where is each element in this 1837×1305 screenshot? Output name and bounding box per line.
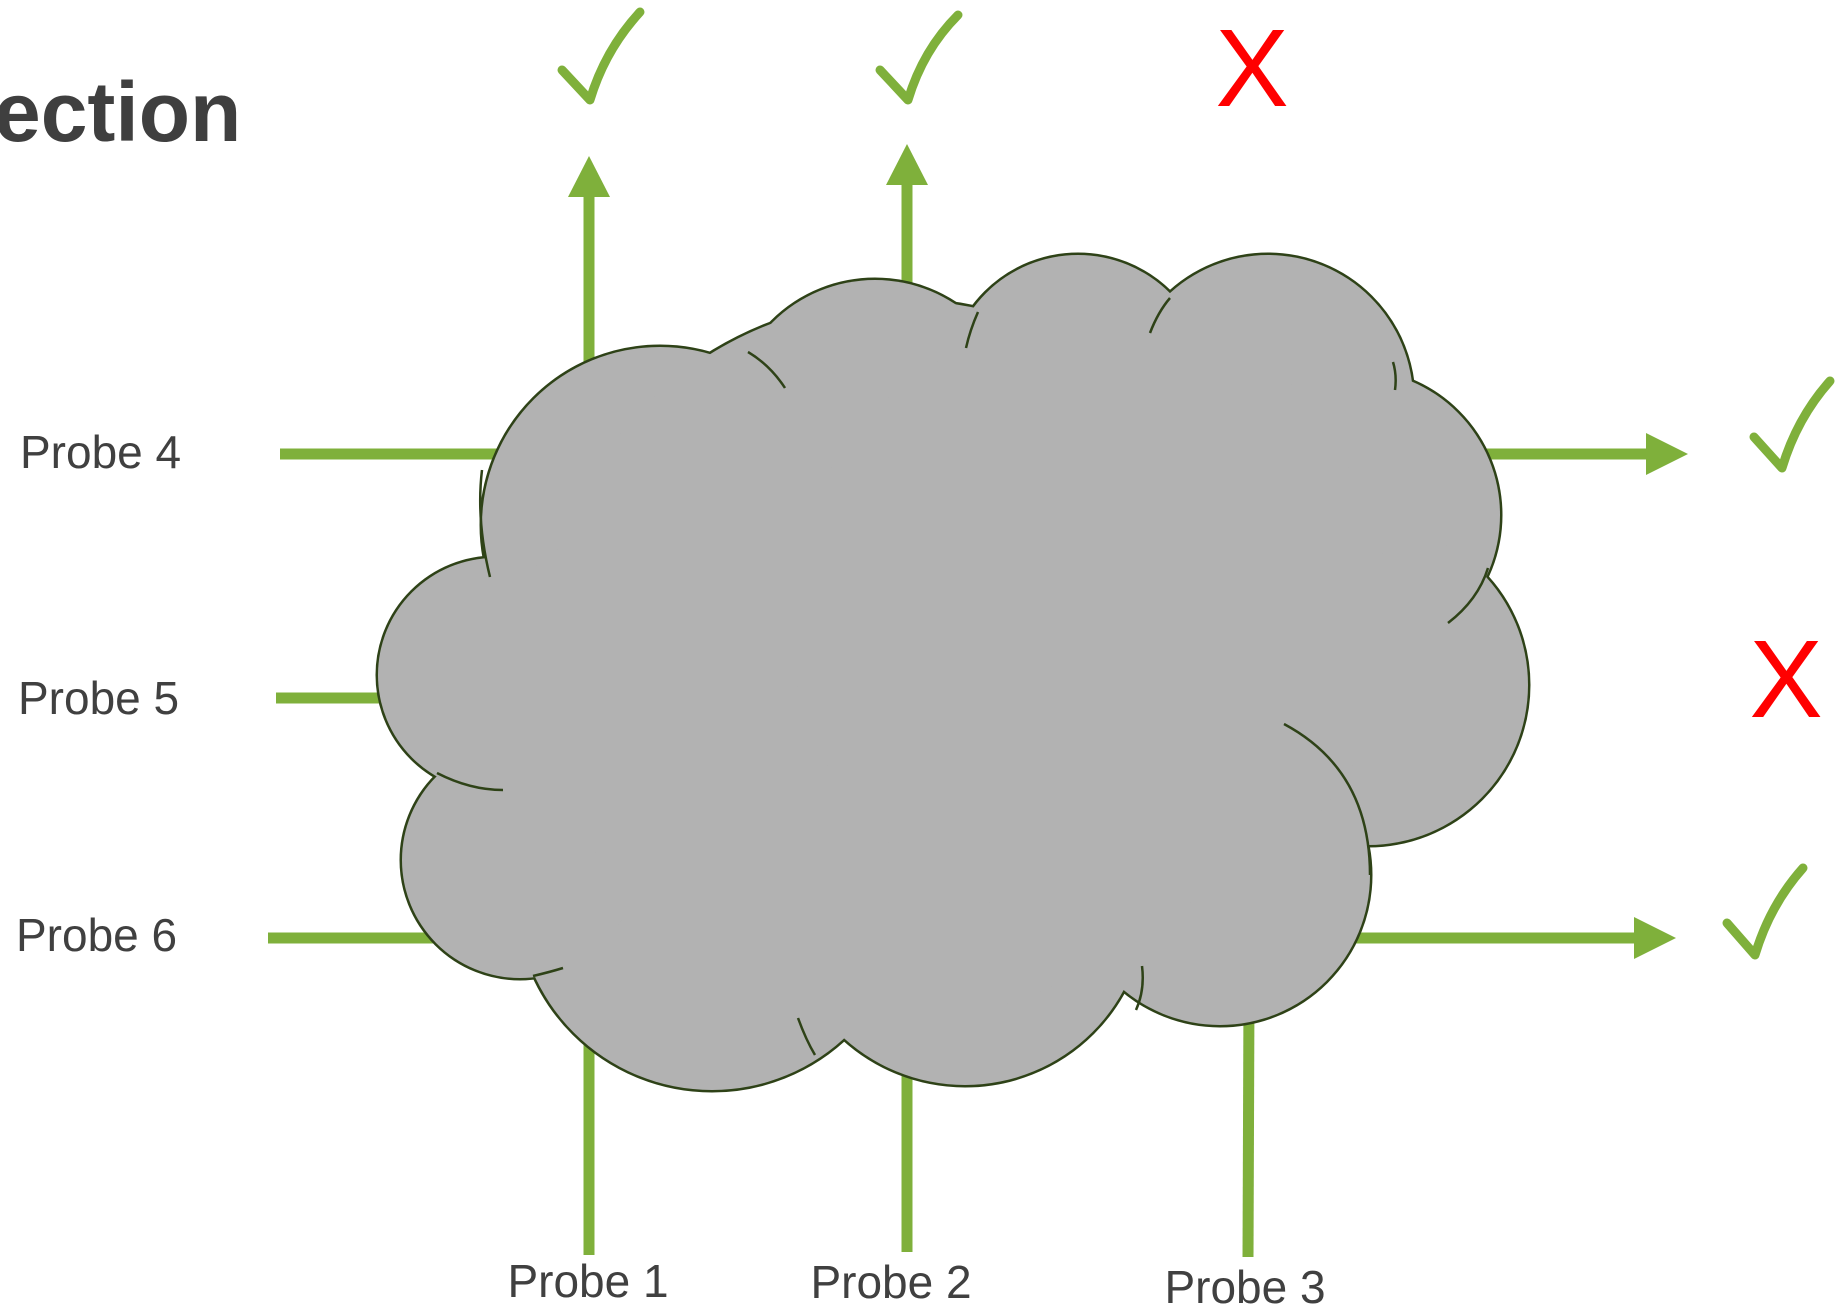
probe-5-cross-icon: X	[1749, 618, 1822, 741]
slide-title: ection	[0, 65, 241, 159]
probe-4-check-icon	[1754, 381, 1830, 468]
probe-3-label: Probe 3	[1164, 1261, 1325, 1305]
probe-2-label: Probe 2	[810, 1256, 971, 1305]
cloud-lobes	[378, 255, 1528, 1090]
probe-3-shaft	[1248, 992, 1249, 1257]
probe-1-arrowhead	[568, 156, 610, 197]
cloud-shape	[378, 255, 1528, 1090]
probe-1-label: Probe 1	[507, 1255, 668, 1305]
probe-3-line	[1248, 992, 1249, 1257]
probe-3-cross-icon: X	[1215, 7, 1288, 130]
cloud-core	[790, 320, 1390, 920]
probe-4-label: Probe 4	[20, 426, 181, 478]
probe-1-check-icon	[562, 12, 640, 100]
probe-2-check-icon	[880, 15, 958, 100]
probe-6-arrowhead	[1634, 917, 1676, 959]
probe-6-check-icon	[1727, 868, 1803, 955]
probe-4-arrowhead	[1646, 433, 1688, 475]
probe-6-label: Probe 6	[16, 909, 177, 961]
probe-2-arrowhead	[886, 144, 928, 185]
probe-5-label: Probe 5	[18, 672, 179, 724]
